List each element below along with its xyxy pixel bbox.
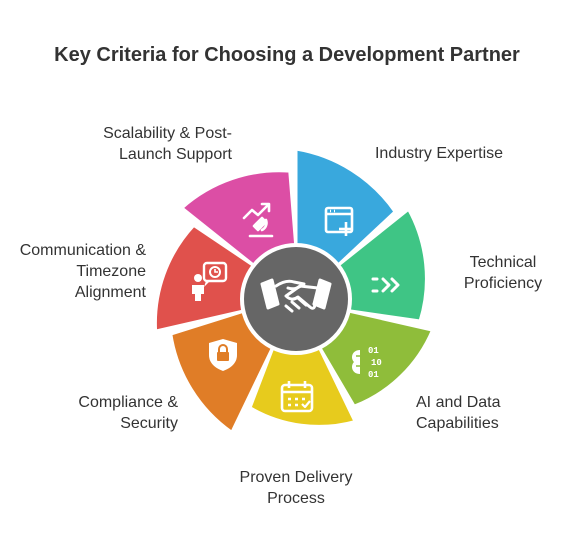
diagram-title: Key Criteria for Choosing a Development … xyxy=(54,44,520,66)
shield-lock-icon xyxy=(209,339,237,371)
growth-microscope-icon xyxy=(242,202,274,238)
handshake-icon xyxy=(260,278,332,313)
label-industry-expertise: Industry Expertise xyxy=(374,145,504,162)
ai-binary-icon: 01 10 01 xyxy=(352,346,382,380)
browser-add-icon xyxy=(324,206,354,236)
label-communication-timezone: Communication & Timezone Alignment xyxy=(19,242,146,301)
svg-text:10: 10 xyxy=(371,358,382,368)
label-scalability: Scalability & Post- Launch Support xyxy=(103,125,232,163)
label-proven-delivery: Proven Delivery Process xyxy=(239,469,353,507)
svg-text:01: 01 xyxy=(368,370,379,380)
label-ai-data: AI and Data Capabilities xyxy=(416,394,501,432)
person-clock-icon xyxy=(192,261,228,301)
forward-arrows-icon xyxy=(371,277,400,293)
label-technical-proficiency: Technical Proficiency xyxy=(463,254,543,292)
svg-text:01: 01 xyxy=(368,346,379,356)
label-compliance-security: Compliance & Security xyxy=(78,394,178,432)
calendar-icon xyxy=(280,381,314,413)
